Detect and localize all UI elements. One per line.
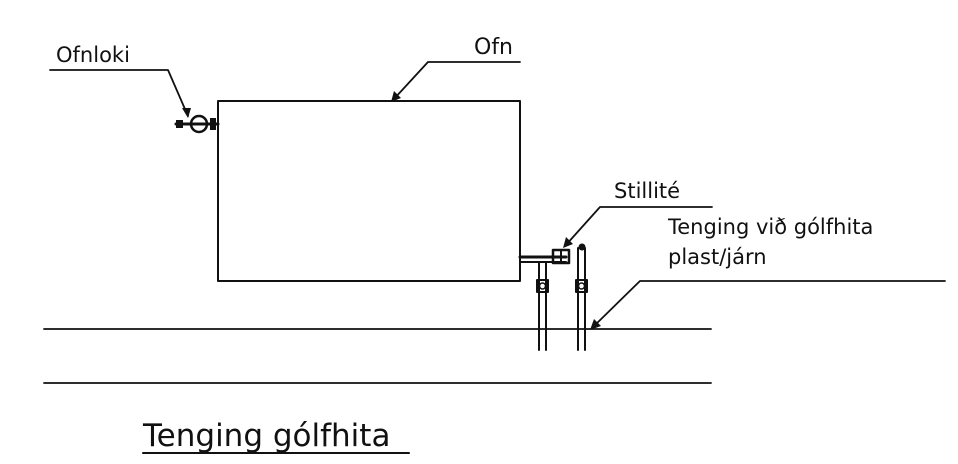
label-stillite: Stillité <box>614 179 680 203</box>
radiator <box>217 100 521 282</box>
label-tenging-line1: Tenging við gólfhita <box>667 215 873 239</box>
leader-tenging <box>590 280 946 330</box>
leader-stillite <box>563 206 713 248</box>
leader-ofnloki <box>49 69 191 118</box>
leader-ofn <box>391 61 521 102</box>
diagram-title: Tenging gólfhita <box>142 418 390 454</box>
stillite-tee <box>551 248 571 265</box>
radiator-valve <box>174 114 220 134</box>
label-ofn: Ofn <box>474 35 513 60</box>
label-tenging-line2: plast/járn <box>668 245 767 269</box>
label-ofnloki: Ofnloki <box>56 43 130 67</box>
